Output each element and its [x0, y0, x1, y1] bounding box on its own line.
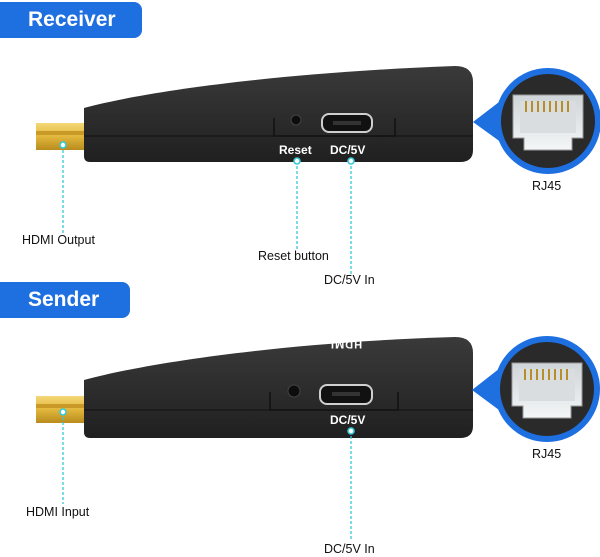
receiver-dc-callout: DC/5V In	[324, 273, 375, 287]
sender-dc-callout: DC/5V In	[324, 542, 375, 556]
receiver-dc-port-label: DC/5V	[330, 143, 366, 157]
receiver-rj45-label: RJ45	[532, 179, 562, 193]
sender-device	[36, 337, 473, 438]
sender-rj45-label: RJ45	[532, 447, 562, 461]
sender-dc-port-label: DC/5V	[330, 413, 366, 427]
sender-badge: Sender	[0, 282, 130, 318]
receiver-reset-callout: Reset button	[258, 249, 329, 263]
sender-hdmi-callout: HDMI Input	[26, 505, 90, 519]
sender-led-hole	[287, 384, 301, 398]
receiver-hdmi-callout: HDMI Output	[22, 233, 95, 247]
receiver-badge: Receiver	[0, 2, 142, 38]
receiver-device	[36, 66, 473, 162]
sender-rj45-magnifier	[472, 336, 600, 442]
sender-hdmi-logo: HDMI	[330, 338, 363, 350]
receiver-reset-hole	[290, 114, 302, 126]
receiver-rj45-magnifier	[473, 68, 600, 174]
receiver-reset-port-label: Reset	[279, 143, 312, 157]
